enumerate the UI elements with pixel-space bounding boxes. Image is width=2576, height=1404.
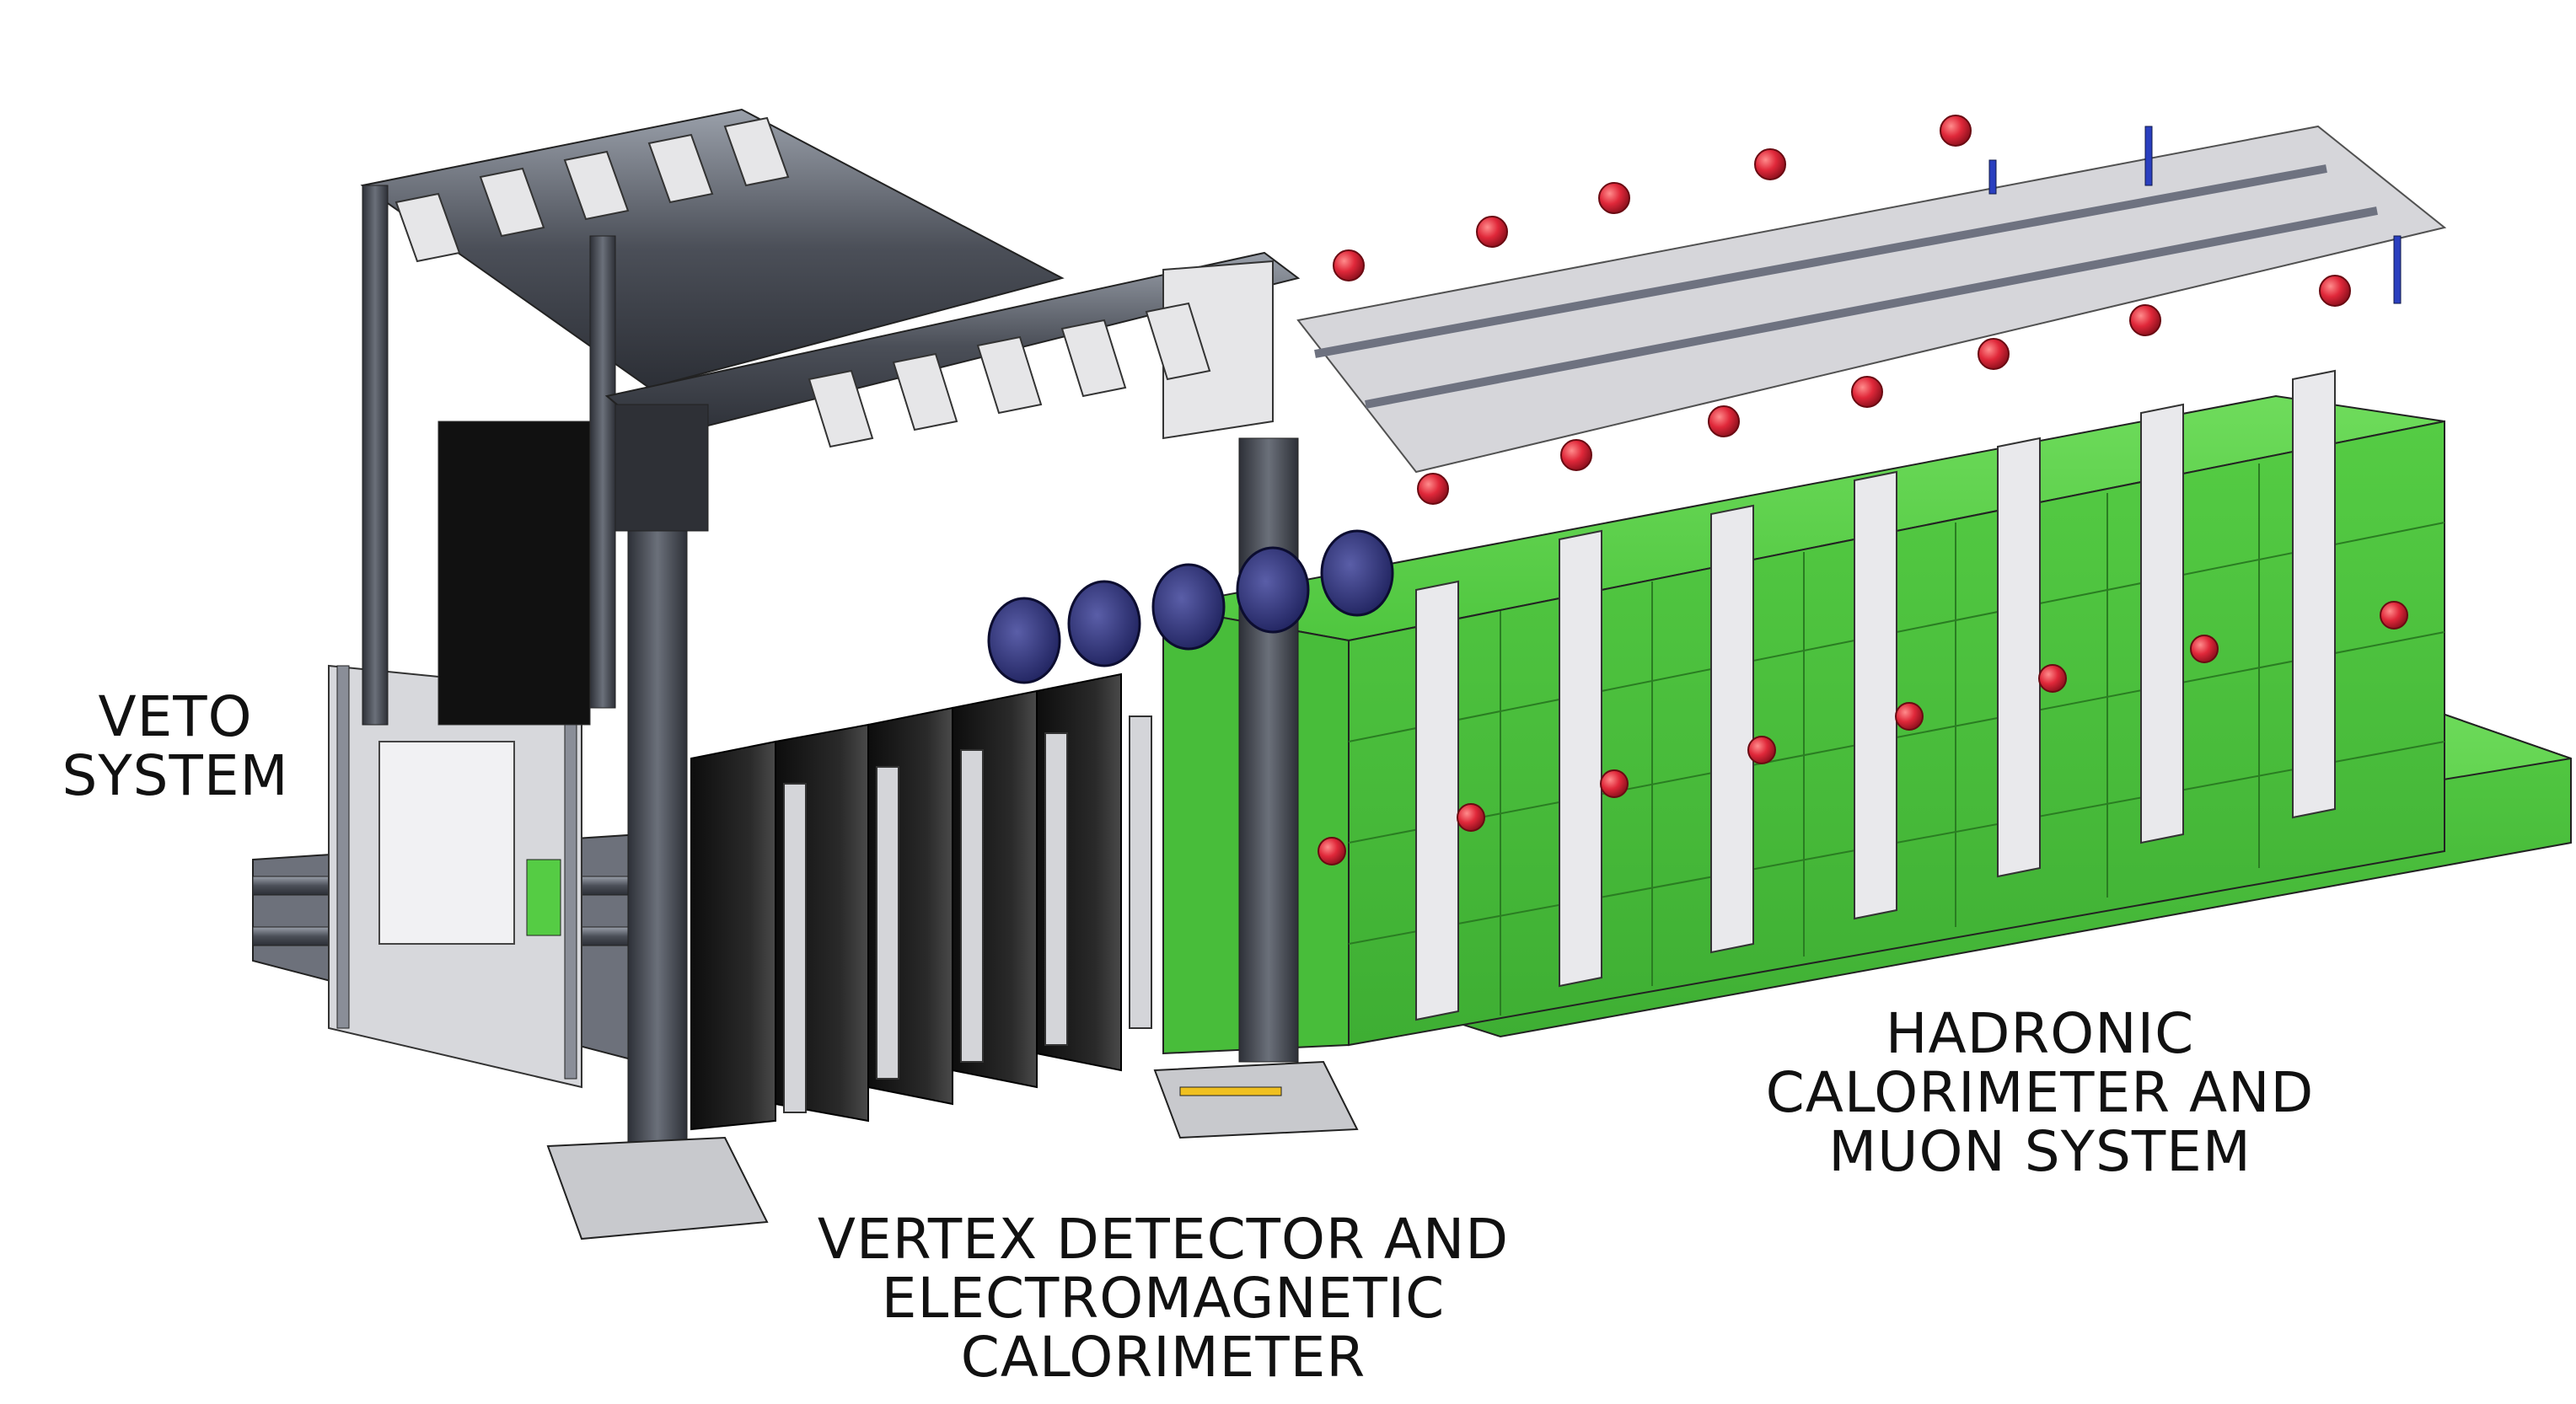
top-hardware-deck xyxy=(1296,125,2447,474)
front-column-left xyxy=(627,530,688,1147)
red-knob-16 xyxy=(1747,736,1776,764)
blue-pins xyxy=(1988,126,2402,304)
yellow-marker xyxy=(1179,1086,1282,1096)
veto-label-line-2: SYSTEM xyxy=(62,743,289,808)
em-rails xyxy=(783,715,1152,1113)
vertex-em-calorimeter xyxy=(546,251,1394,1241)
muon-strips xyxy=(1415,369,2336,1021)
front-foot-left xyxy=(546,1136,769,1241)
red-knob-8 xyxy=(1708,405,1740,437)
hand-wheels xyxy=(987,529,1394,684)
red-knobs xyxy=(1318,115,2408,865)
wheel-3 xyxy=(1151,563,1226,651)
veto-label-line-1: VETO xyxy=(98,684,253,749)
back-column-right xyxy=(589,235,616,709)
red-knob-17 xyxy=(1895,702,1924,731)
red-knob-11 xyxy=(2129,304,2161,336)
red-knob-15 xyxy=(1600,769,1629,798)
red-knob-13 xyxy=(1318,837,1346,865)
red-knob-4 xyxy=(1754,148,1786,180)
hadron-label-line-3: MUON SYSTEM xyxy=(1828,1119,2251,1184)
hadron-label-line-2: CALORIMETER AND xyxy=(1765,1060,2315,1125)
vertex-em-label: VERTEX DETECTOR AND ELECTROMAGNETIC CALO… xyxy=(775,1210,1551,1387)
wheel-2 xyxy=(1067,580,1141,667)
veto-green-tag xyxy=(526,859,561,936)
red-knob-5 xyxy=(1940,115,1972,147)
front-foot-right xyxy=(1153,1060,1359,1139)
back-frame-top xyxy=(360,108,1065,389)
veto-system-label: VETO SYSTEM xyxy=(49,688,302,806)
red-knob-1 xyxy=(1333,249,1365,281)
back-brackets xyxy=(394,116,790,263)
wheel-1 xyxy=(987,597,1061,684)
red-knob-19 xyxy=(2190,635,2219,663)
red-knob-9 xyxy=(1851,376,1883,408)
vertex-label-line-3: CALORIMETER xyxy=(960,1325,1366,1390)
front-frame-plate xyxy=(1162,260,1274,440)
vertex-label-line-1: VERTEX DETECTOR AND xyxy=(817,1207,1510,1272)
front-panel-dark xyxy=(614,404,709,532)
veto-system xyxy=(252,664,641,1089)
back-column-left xyxy=(362,185,389,726)
veto-window xyxy=(378,741,515,945)
back-black-plate xyxy=(437,421,591,726)
red-knob-12 xyxy=(2319,275,2351,307)
red-knob-7 xyxy=(1560,439,1592,471)
em-plate-1 xyxy=(690,740,776,1131)
front-brackets xyxy=(808,302,1211,448)
red-knob-10 xyxy=(1978,338,2010,370)
muon-system xyxy=(1296,115,2447,1021)
red-knob-6 xyxy=(1417,473,1449,505)
wheel-4 xyxy=(1236,546,1310,634)
hadronic-muon-label: HADRONIC CALORIMETER AND MUON SYSTEM xyxy=(1736,1005,2343,1182)
red-knob-18 xyxy=(2038,664,2067,693)
cross-bars xyxy=(1314,164,2378,409)
red-knob-20 xyxy=(2380,601,2408,630)
red-knob-3 xyxy=(1598,182,1630,214)
veto-frame-posts xyxy=(336,665,577,1080)
vertex-label-line-2: ELECTROMAGNETIC xyxy=(881,1266,1446,1331)
front-column-right xyxy=(1238,437,1299,1063)
red-knob-14 xyxy=(1457,803,1485,832)
red-knob-2 xyxy=(1476,216,1508,248)
back-frame xyxy=(360,108,1065,726)
hadron-label-line-1: HADRONIC xyxy=(1885,1001,2195,1066)
wheel-5 xyxy=(1320,529,1394,617)
